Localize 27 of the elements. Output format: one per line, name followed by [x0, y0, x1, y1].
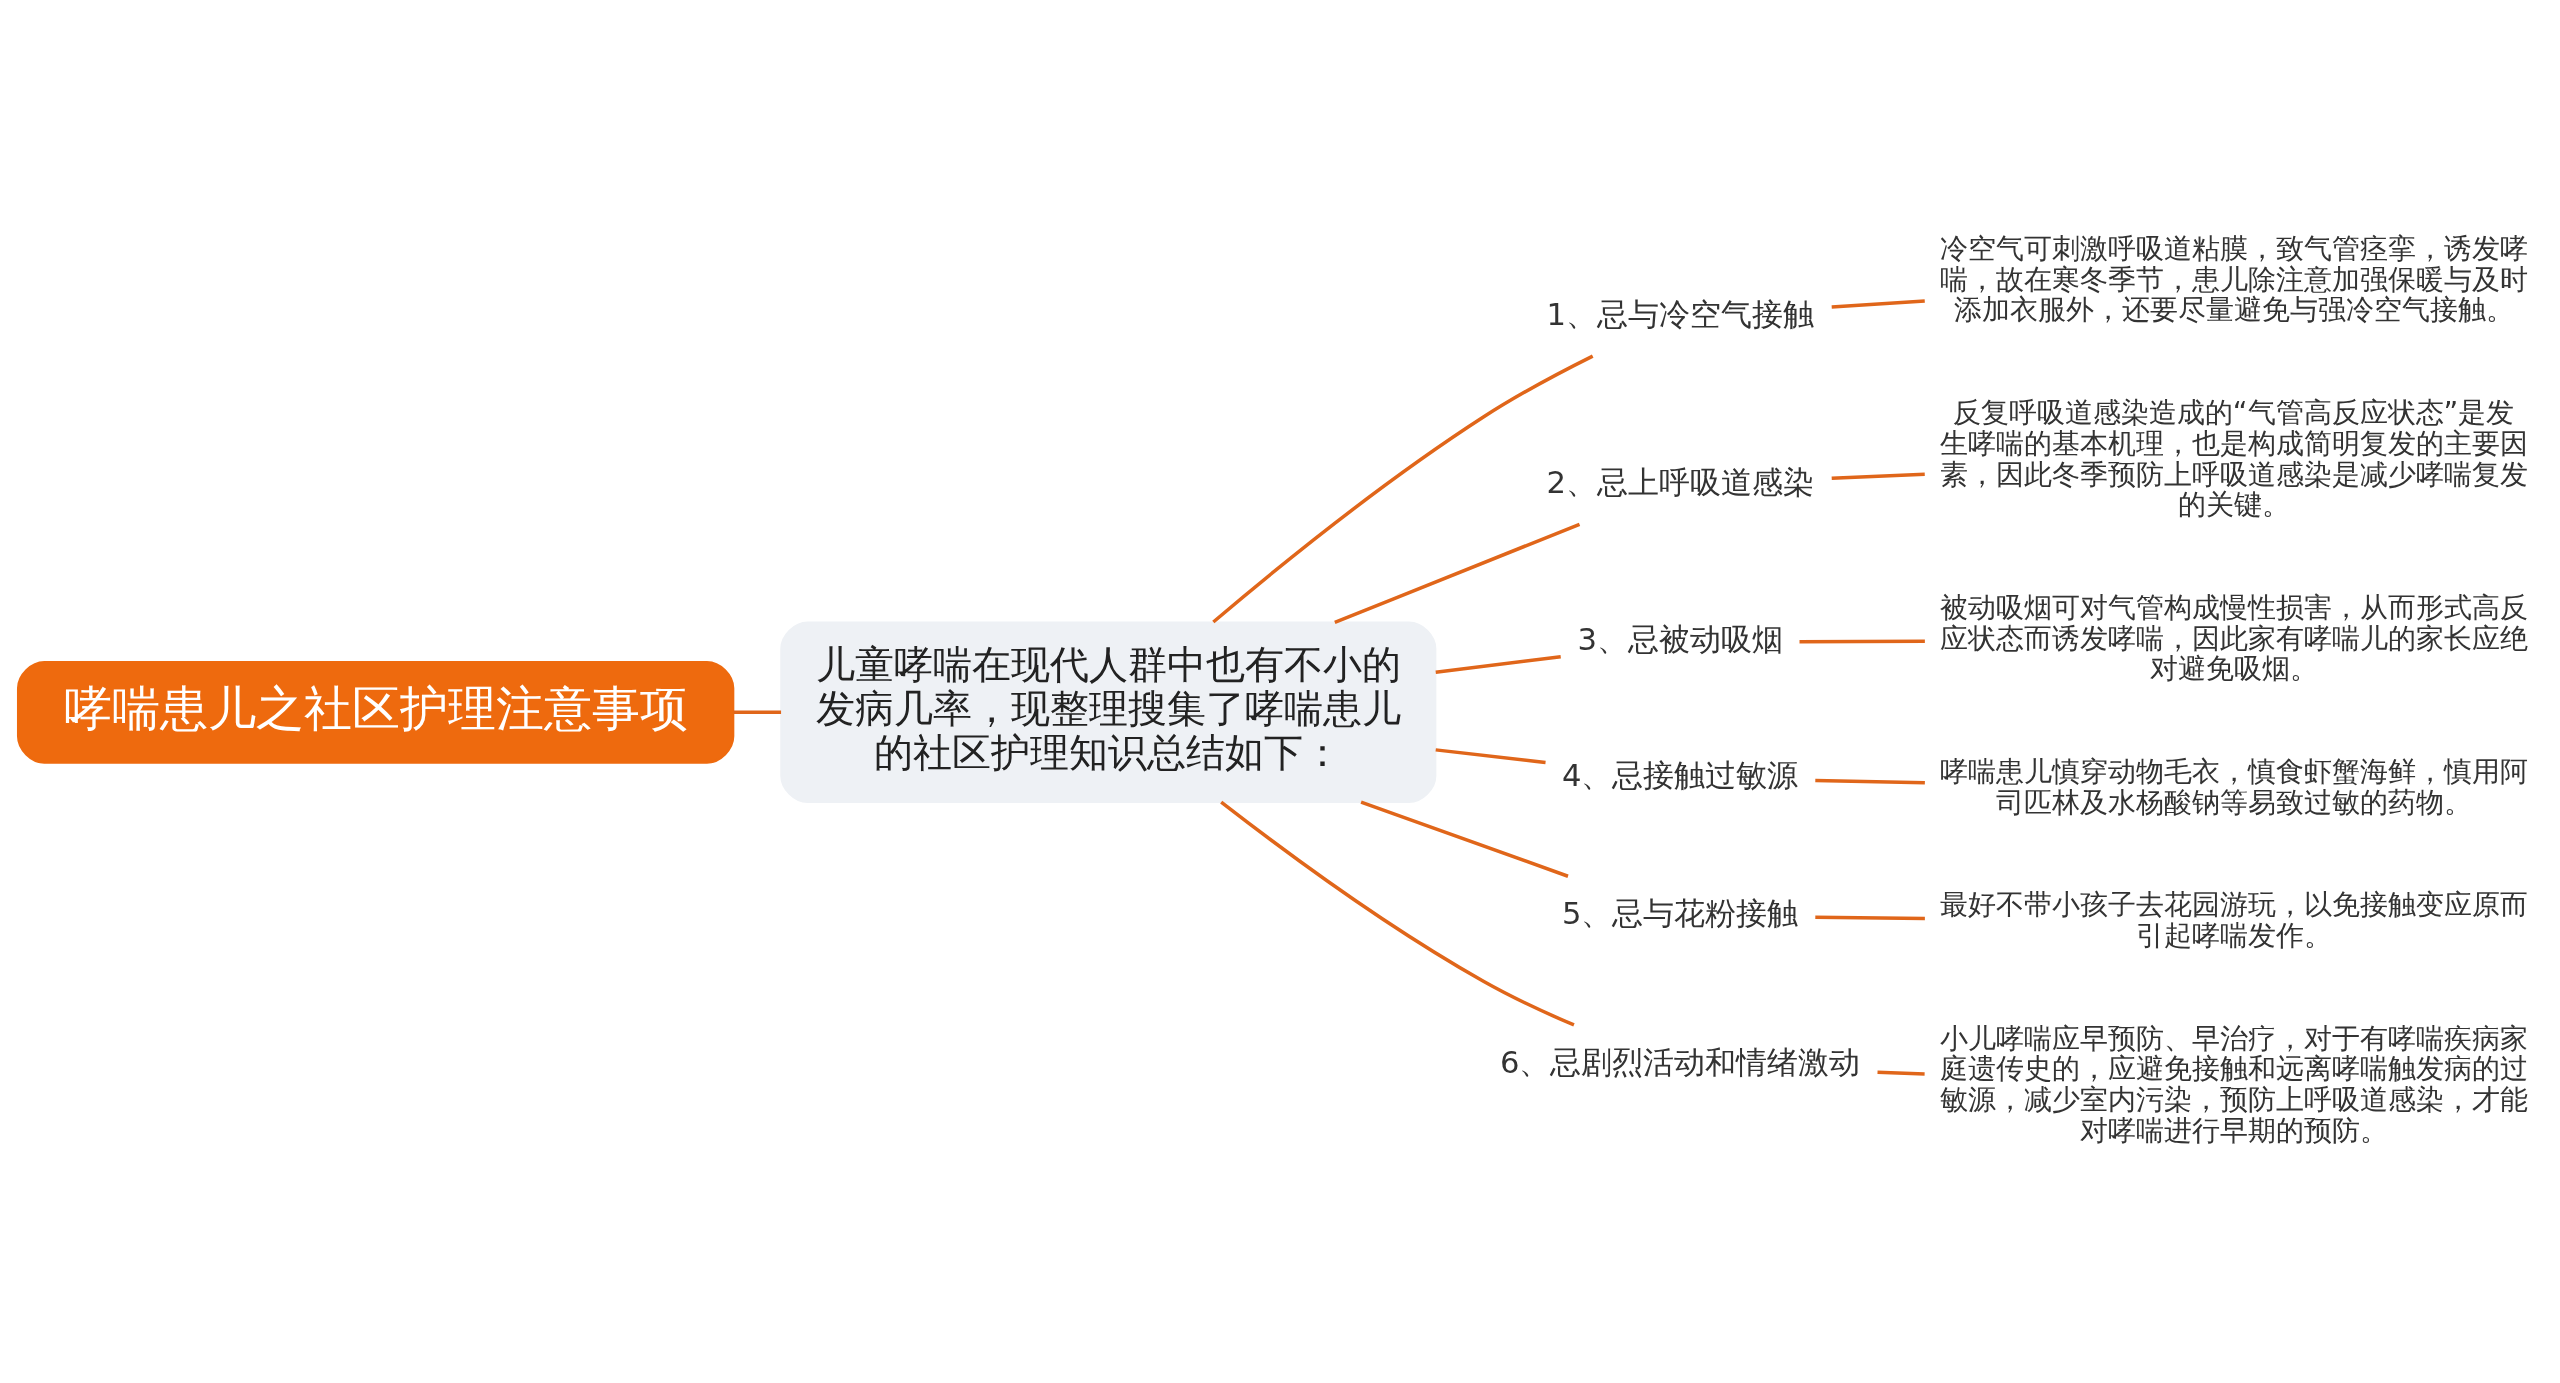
node-box: 儿童哮喘在现代人群中也有不小的发病几率，现整理搜集了哮喘患儿的社区护理知识总结如下：: [780, 621, 1437, 804]
connector: [1815, 778, 1925, 785]
node-text: 小儿哮喘应早预防、早治疗，对于有哮喘疾病家庭遗传史的，应避免接触和远离哮喘触发病的过敏源，减少室内污染，预防上呼吸道感染，才能对哮喘进行早期的预防。: [1939, 1021, 2528, 1147]
node-text: 4、忌接触过敏源: [1561, 757, 1799, 793]
connector: [733, 710, 782, 715]
node-text: 被动吸烟可对气管构成慢性损害，从而形式高反应状态而诱发哮喘，因此家有哮喘儿的家长应绝对避免吸烟。: [1939, 590, 2528, 686]
node-text: 3、忌被动吸烟: [1577, 622, 1783, 658]
node-box: 哮喘患儿之社区护理注意事项: [16, 660, 735, 764]
node-text: 5、忌与花粉接触: [1561, 895, 1799, 931]
connector: [1220, 800, 1575, 1027]
connector: [1435, 748, 1546, 765]
node-text: 1、忌与冷空气接触: [1546, 296, 1814, 332]
connector: [1212, 354, 1594, 624]
connector: [1334, 522, 1581, 624]
node-text: 最好不带小孩子去花园游玩，以免接触变应原而引起哮喘发作。: [1939, 888, 2528, 952]
node-text: 6、忌剧烈活动和情绪激动: [1499, 1044, 1861, 1080]
node-text: 冷空气可刺激呼吸道粘膜，致气管痉挛，诱发哮喘，故在寒冬季节，患儿除注意加强保暖与及时添加衣服外，还要尽量避免与强冷空气接触。: [1939, 232, 2528, 327]
node-text: 反复呼吸道感染造成的“气管高反应状态”是发生哮喘的基本机理，也是构成简明复发的主要因素，因此冬季预防上呼吸道感染是减少哮喘复发的关键。: [1939, 396, 2528, 522]
connector: [1799, 639, 1925, 644]
connector: [1435, 655, 1561, 674]
connector: [1831, 299, 1925, 309]
node-text: 哮喘患儿慎穿动物毛衣，慎食虾蟹海鲜，慎用阿司匹林及水杨酸钠等易致过敏的药物。: [1939, 754, 2528, 819]
node-text: 2、忌上呼吸道感染: [1546, 464, 1814, 500]
connector: [1815, 915, 1925, 921]
connector: [1831, 472, 1925, 481]
connector: [1877, 1070, 1925, 1076]
connector: [1360, 800, 1569, 878]
